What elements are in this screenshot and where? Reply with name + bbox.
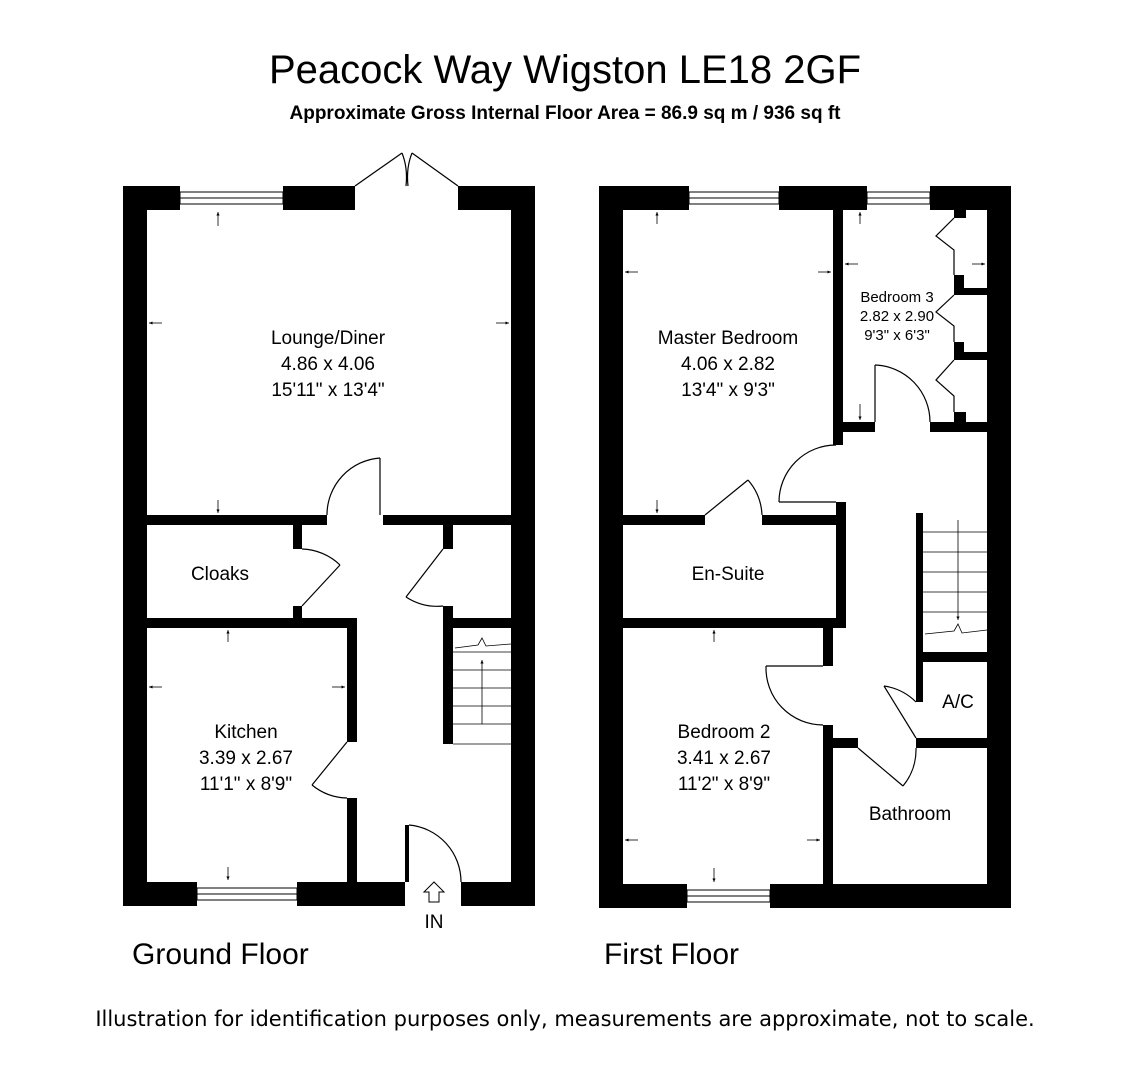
first-windows xyxy=(686,191,931,903)
master-bedroom-name: Master Bedroom xyxy=(658,328,798,349)
lounge-name: Lounge/Diner xyxy=(271,328,386,349)
cloaks-name: Cloaks xyxy=(191,564,249,585)
kitchen-metric: 3.39 x 2.67 xyxy=(199,748,293,769)
first-outer-walls xyxy=(599,186,1011,908)
floor-area: Approximate Gross Internal Floor Area = … xyxy=(289,103,841,124)
ground-outer-walls xyxy=(123,186,535,906)
bedroom2-metric: 3.41 x 2.67 xyxy=(677,748,771,769)
lounge-imperial: 15'11" x 13'4" xyxy=(271,380,384,401)
plan-title: Peacock Way Wigston LE18 2GF xyxy=(268,48,862,92)
lounge-metric: 4.86 x 4.06 xyxy=(281,354,375,375)
bedroom2-imperial: 11'2" x 8'9" xyxy=(678,774,770,795)
disclaimer: Illustration for identification purposes… xyxy=(95,1007,1035,1031)
ac-name: A/C xyxy=(942,692,974,713)
first-dimension-arrows xyxy=(625,212,985,882)
bedroom3-imperial: 9'3" x 6'3" xyxy=(864,327,930,344)
room-labels: Lounge/Diner 4.86 x 4.06 15'11" x 13'4" … xyxy=(191,289,974,933)
master-bedroom-metric: 4.06 x 2.82 xyxy=(681,354,775,375)
ground-doors xyxy=(301,152,462,883)
ground-floor-plan xyxy=(123,152,535,906)
bedroom3-metric: 2.82 x 2.90 xyxy=(860,308,934,325)
first-staircase xyxy=(923,520,988,635)
ground-staircase xyxy=(453,637,512,745)
ground-internal-walls xyxy=(147,515,511,882)
first-floor-label: First Floor xyxy=(604,938,739,971)
first-doors xyxy=(704,217,955,787)
bathroom-name: Bathroom xyxy=(869,804,951,825)
ground-windows xyxy=(179,191,298,901)
bedroom3-name: Bedroom 3 xyxy=(860,289,933,306)
entrance-label: IN xyxy=(425,912,444,933)
entrance-arrow-icon xyxy=(422,881,446,903)
ground-floor-label: Ground Floor xyxy=(132,938,309,971)
first-internal-walls xyxy=(623,210,987,884)
kitchen-name: Kitchen xyxy=(214,722,277,743)
kitchen-imperial: 11'1" x 8'9" xyxy=(200,774,292,795)
ground-dimension-arrows xyxy=(149,212,509,880)
bedroom2-name: Bedroom 2 xyxy=(678,722,771,743)
first-floor-plan xyxy=(599,186,1011,908)
ensuite-name: En-Suite xyxy=(692,564,765,585)
master-bedroom-imperial: 13'4" x 9'3" xyxy=(681,380,775,401)
